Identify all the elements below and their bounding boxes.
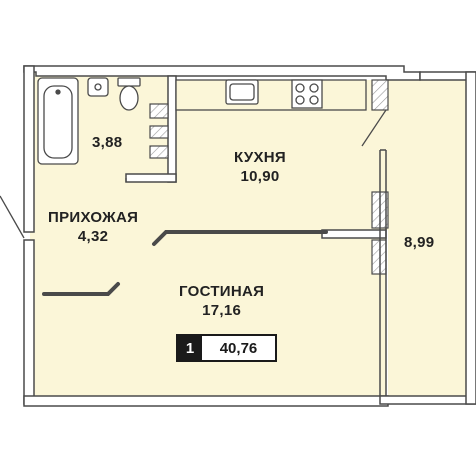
column-lower <box>371 239 387 275</box>
hallway-floor <box>30 182 176 400</box>
balcony-top-wall <box>419 71 476 81</box>
bathroom-wall <box>167 75 177 183</box>
sink-icon <box>87 77 109 97</box>
kitchen-area: 10,90 <box>240 168 280 185</box>
column-bath-3 <box>149 145 169 159</box>
kitchen-label: КУХНЯ 10,90 <box>234 148 286 186</box>
hallway-name: ПРИХОЖАЯ <box>48 209 139 226</box>
bathroom-label: 3,88 <box>92 133 122 152</box>
bottom-wall <box>23 395 389 407</box>
balcony-area: 8,99 <box>404 234 435 251</box>
doors <box>0 109 387 239</box>
column-top <box>371 79 389 111</box>
living-partition <box>321 229 387 239</box>
balcony-right-wall <box>465 71 476 405</box>
summary-badge: 1 40,76 <box>176 334 277 362</box>
bathroom-bottom-wall <box>125 173 177 183</box>
entry-door-leaf <box>0 195 25 239</box>
left-wall-lower <box>23 239 35 405</box>
hallway-label: ПРИХОЖАЯ 4,32 <box>48 208 138 246</box>
column-bath-2 <box>149 125 169 139</box>
balcony-floor <box>388 80 468 396</box>
kitchen-counter <box>175 79 367 111</box>
stove-icon <box>291 79 323 109</box>
living-label: ГОСТИНАЯ 17,16 <box>179 282 264 320</box>
toilet-tank-icon <box>117 77 141 87</box>
kitchen-fixtures <box>175 79 367 111</box>
left-wall-upper <box>23 65 35 233</box>
balcony-divider <box>379 149 387 396</box>
balcony-label: 8,99 <box>404 233 434 252</box>
living-area: 17,16 <box>202 302 242 319</box>
kitchen-sink-icon <box>225 79 259 105</box>
balcony-door-leaf <box>361 109 387 147</box>
toilet-icon <box>119 85 139 111</box>
hallway-partition-upper <box>152 230 328 246</box>
bathtub-icon <box>37 77 79 165</box>
living-name: ГОСТИНАЯ <box>179 283 265 300</box>
kitchen-name: КУХНЯ <box>234 149 286 166</box>
hallway-area: 4,32 <box>77 228 109 245</box>
bathroom-area: 3,88 <box>92 134 123 151</box>
bathroom-fixtures <box>37 77 141 165</box>
room-count: 1 <box>178 336 202 360</box>
total-area: 40,76 <box>219 339 258 357</box>
thin-partitions <box>42 230 328 296</box>
column-bath-1 <box>149 103 169 119</box>
living-floor <box>176 230 386 400</box>
hallway-partition-lower <box>42 282 120 296</box>
balcony-bottom-wall <box>379 395 476 405</box>
walls <box>23 65 476 407</box>
